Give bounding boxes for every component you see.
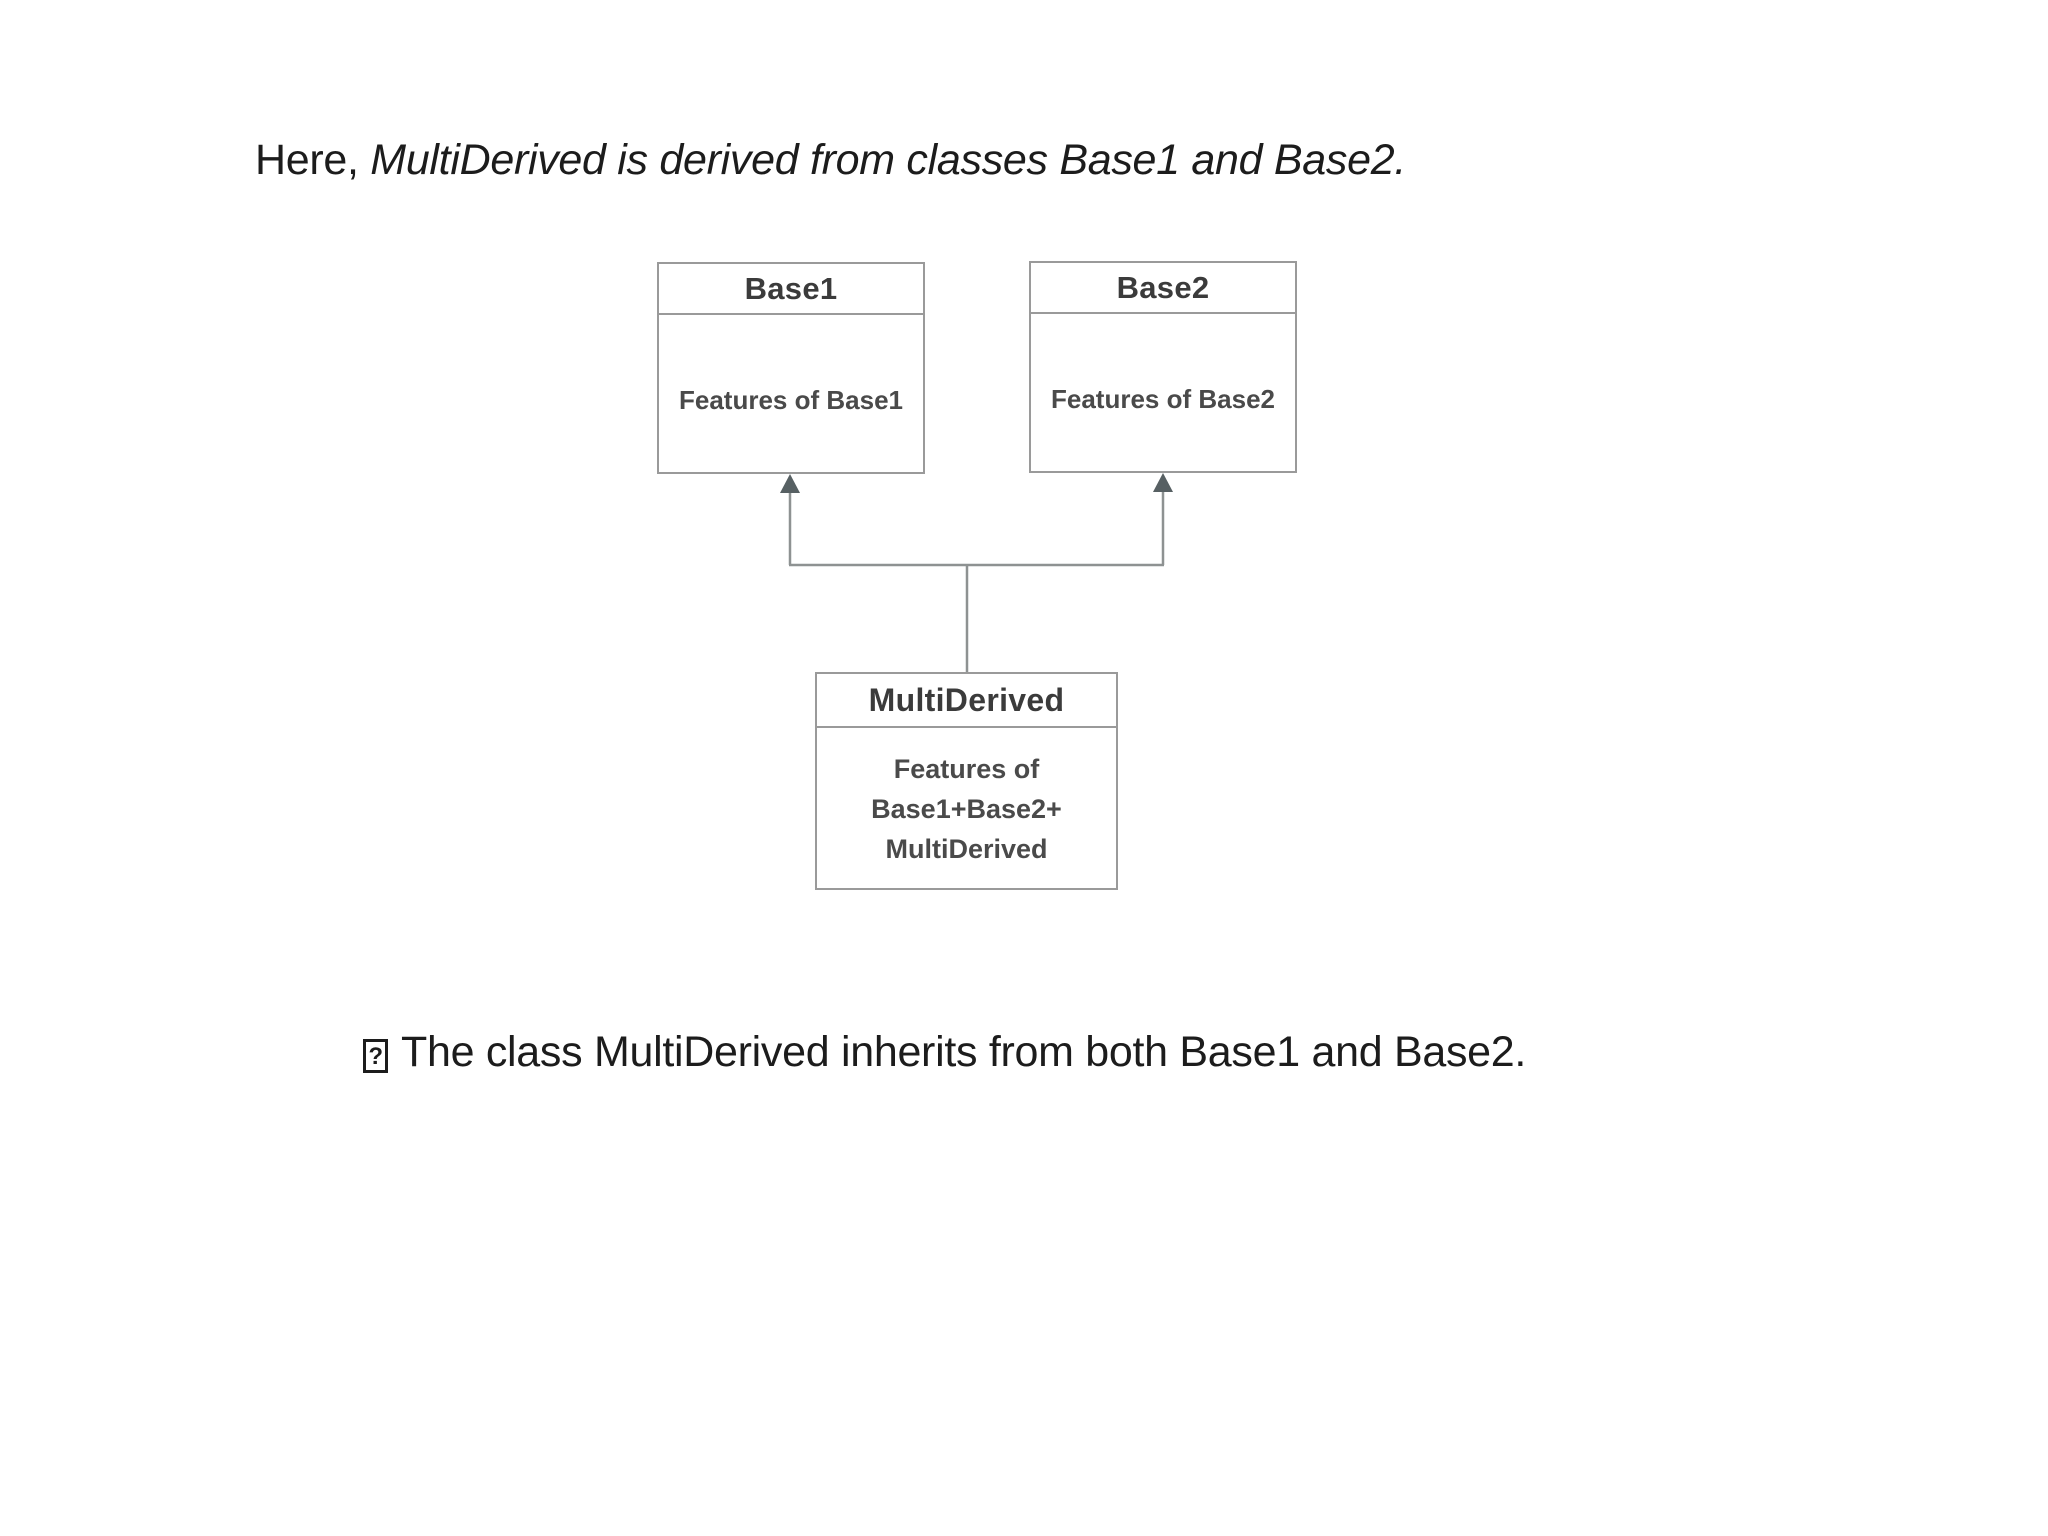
base1-features-label: Features of Base1	[679, 385, 903, 415]
missing-glyph-icon: ?	[363, 1039, 388, 1073]
multiderived-class-box: MultiDerived Features of Base1+Base2+ Mu…	[815, 672, 1118, 890]
page-title: Here, MultiDerived is derived from class…	[255, 136, 1406, 185]
title-regular-part: Here,	[255, 136, 371, 184]
base1-class-box: Base1 Features of Base1	[657, 262, 925, 474]
multiderived-features-label: Features of Base1+Base2+ MultiDerived	[817, 728, 1116, 888]
note-text: The class MultiDerived inherits from bot…	[401, 1028, 1527, 1076]
multiderived-features-line: MultiDerived	[885, 834, 1048, 864]
base2-class-name: Base2	[1031, 263, 1295, 314]
base2-class-box: Base2 Features of Base2	[1029, 261, 1297, 473]
arrow-up-icon-base2	[1153, 473, 1173, 492]
base1-class-name: Base1	[659, 264, 923, 315]
title-italic-part: MultiDerived is derived from classes Bas…	[370, 136, 1406, 184]
multiderived-class-name: MultiDerived	[817, 674, 1116, 728]
multiderived-features-line: Features of	[893, 754, 1040, 784]
base2-features-label: Features of Base2	[1051, 384, 1275, 414]
note-line: ? The class MultiDerived inherits from bo…	[363, 1028, 1526, 1077]
multiderived-features-line: Base1+Base2+	[871, 794, 1062, 824]
arrow-up-icon-base1	[780, 474, 800, 493]
